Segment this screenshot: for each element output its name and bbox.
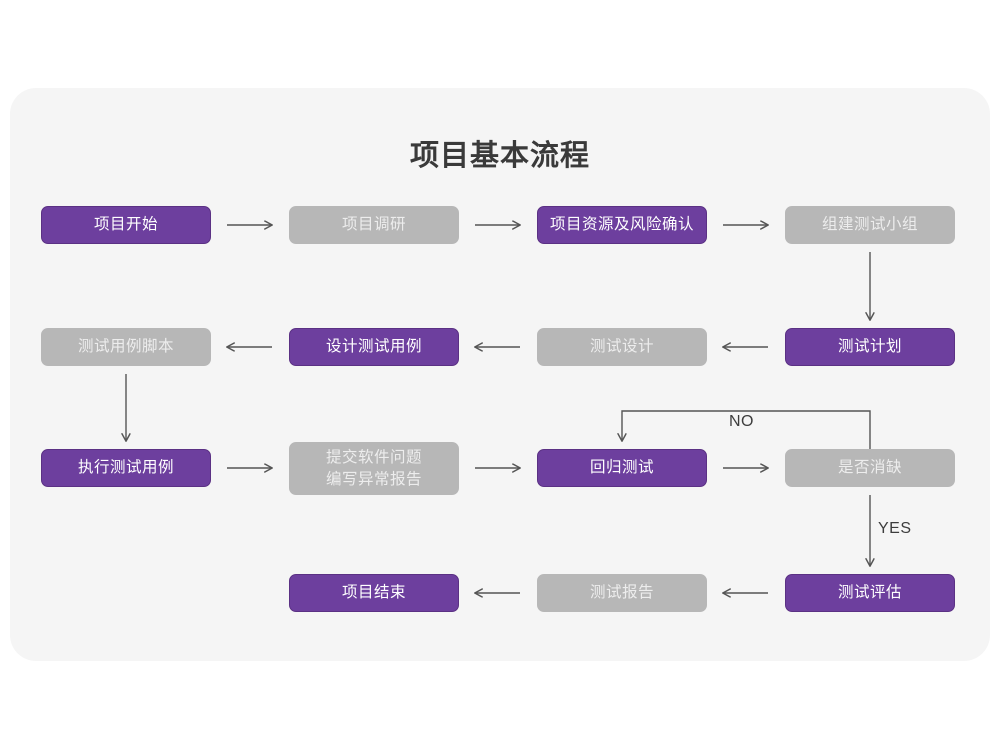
node-project-research[interactable]: 项目调研 <box>289 206 459 244</box>
page-title: 项目基本流程 <box>409 140 590 172</box>
node-test-evaluation[interactable]: 测试评估 <box>785 574 955 612</box>
node-defect-resolved[interactable]: 是否消缺 <box>785 449 955 487</box>
diagram-panel <box>10 88 990 661</box>
node-test-plan[interactable]: 测试计划 <box>785 328 955 366</box>
node-resource-risk-confirm[interactable]: 项目资源及风险确认 <box>537 206 707 244</box>
edge-label-yes: YES <box>878 520 912 537</box>
node-design-test-case[interactable]: 设计测试用例 <box>289 328 459 366</box>
node-execute-test-case[interactable]: 执行测试用例 <box>41 449 211 487</box>
node-test-design[interactable]: 测试设计 <box>537 328 707 366</box>
node-form-test-team[interactable]: 组建测试小组 <box>785 206 955 244</box>
edge-label-no: NO <box>729 413 754 430</box>
node-submit-issue-report[interactable]: 提交软件问题 编写异常报告 <box>289 442 459 495</box>
node-test-report[interactable]: 测试报告 <box>537 574 707 612</box>
node-regression-test[interactable]: 回归测试 <box>537 449 707 487</box>
node-test-case-script[interactable]: 测试用例脚本 <box>41 328 211 366</box>
node-project-start[interactable]: 项目开始 <box>41 206 211 244</box>
node-project-end[interactable]: 项目结束 <box>289 574 459 612</box>
